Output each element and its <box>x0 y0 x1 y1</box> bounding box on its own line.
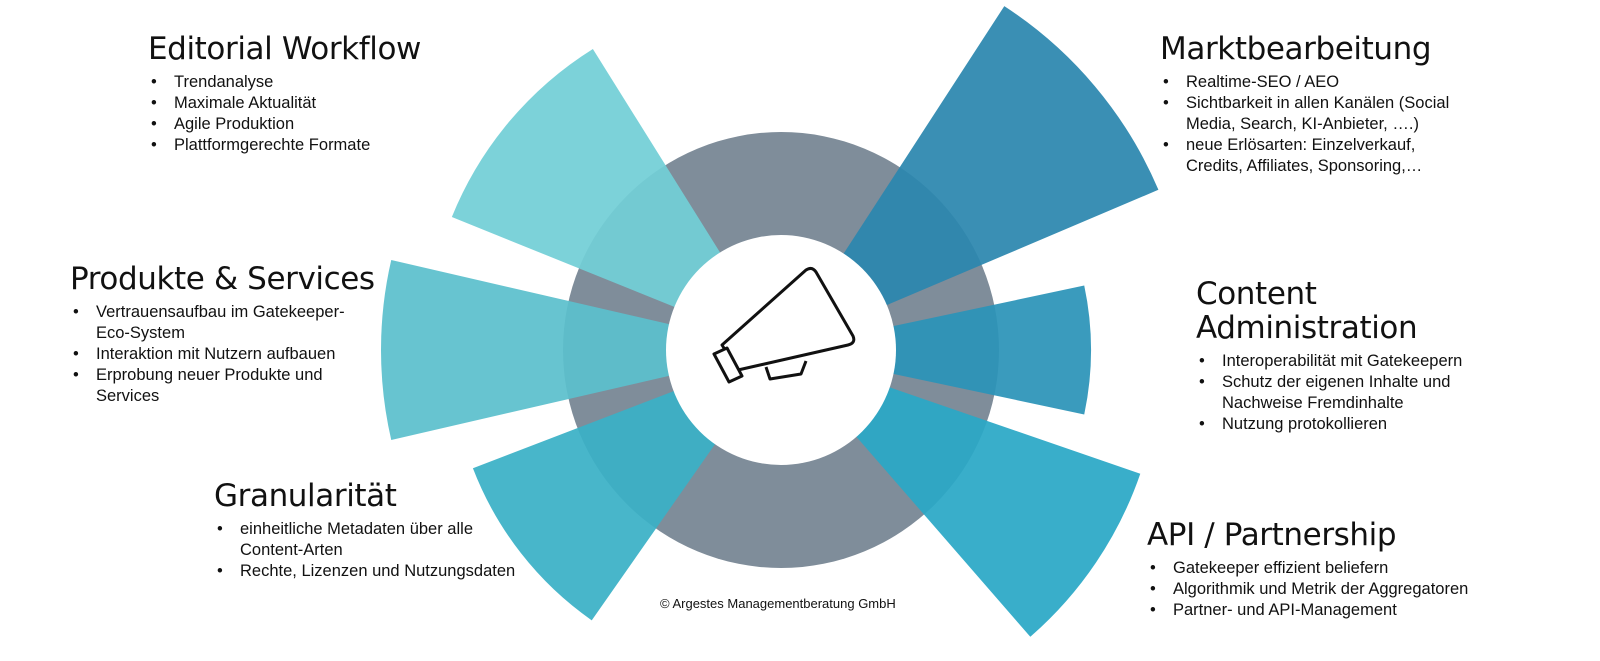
list-item: Rechte, Lizenzen und Nutzungsdaten <box>217 561 554 582</box>
bullet-list: Trendanalyse Maximale Aktualität Agile P… <box>148 72 448 156</box>
list-item: Interoperabilität mit Gatekeepern <box>1199 351 1536 372</box>
list-item: Vertrauensaufbau im Gatekeeper-Eco-Syste… <box>73 302 376 344</box>
list-item: Algorithmik und Metrik der Aggregatoren <box>1150 579 1537 600</box>
list-item: Plattformgerechte Formate <box>151 135 448 156</box>
copyright-notice: © Argestes Managementberatung GmbH <box>660 596 896 611</box>
list-item: Trendanalyse <box>151 72 448 93</box>
block-editorial-workflow: Editorial Workflow Trendanalyse Maximale… <box>148 32 448 156</box>
sector-markt <box>833 6 1159 313</box>
block-title: Editorial Workflow <box>148 31 421 67</box>
sector-api <box>843 381 1141 637</box>
block-content-administration: Content Administration Interoperabilität… <box>1196 277 1536 435</box>
block-granularitaet: Granularität einheitliche Metadaten über… <box>214 479 554 582</box>
bullet-list: Vertrauensaufbau im Gatekeeper-Eco-Syste… <box>70 302 390 407</box>
list-item: einheitliche Metadaten über alle Content… <box>217 519 520 561</box>
list-item: Schutz der eigenen Inhalte und Nachweise… <box>1199 372 1482 414</box>
block-api-partnership: API / Partnership Gatekeeper effizient b… <box>1147 518 1537 621</box>
block-produkte-services: Produkte & Services Vertrauensaufbau im … <box>70 262 390 407</box>
bullet-list: Realtime-SEO / AEO Sichtbarkeit in allen… <box>1160 72 1500 177</box>
bullet-list: einheitliche Metadaten über alle Content… <box>214 519 554 582</box>
list-item: Maximale Aktualität <box>151 93 448 114</box>
block-title: Granularität <box>214 478 397 514</box>
list-item: Sichtbarkeit in allen Kanälen (Social Me… <box>1163 93 1476 135</box>
list-item: Agile Produktion <box>151 114 448 135</box>
block-title: Content Administration <box>1196 276 1418 347</box>
sector-editorial <box>451 48 731 315</box>
megaphone-icon <box>712 266 856 384</box>
sector-content <box>874 285 1091 415</box>
list-item: Nutzung protokollieren <box>1199 414 1536 435</box>
list-item: Realtime-SEO / AEO <box>1163 72 1500 93</box>
bullet-list: Gatekeeper effizient beliefern Algorithm… <box>1147 558 1537 621</box>
list-item: Gatekeeper effizient beliefern <box>1150 558 1537 579</box>
list-item: Interaktion mit Nutzern aufbauen <box>73 344 390 365</box>
list-item: Erprobung neuer Produkte und Services <box>73 365 361 407</box>
bullet-list: Interoperabilität mit Gatekeepern Schutz… <box>1196 351 1536 435</box>
list-item: neue Erlösarten: Einzelverkauf, Credits,… <box>1163 135 1461 177</box>
block-marktbearbeitung: Marktbearbeitung Realtime-SEO / AEO Sich… <box>1160 32 1500 177</box>
block-title: Produkte & Services <box>70 261 375 297</box>
block-title: API / Partnership <box>1147 517 1397 553</box>
sector-produkte <box>381 260 688 440</box>
block-title: Marktbearbeitung <box>1160 31 1432 67</box>
list-item: Partner- und API-Management <box>1150 600 1537 621</box>
